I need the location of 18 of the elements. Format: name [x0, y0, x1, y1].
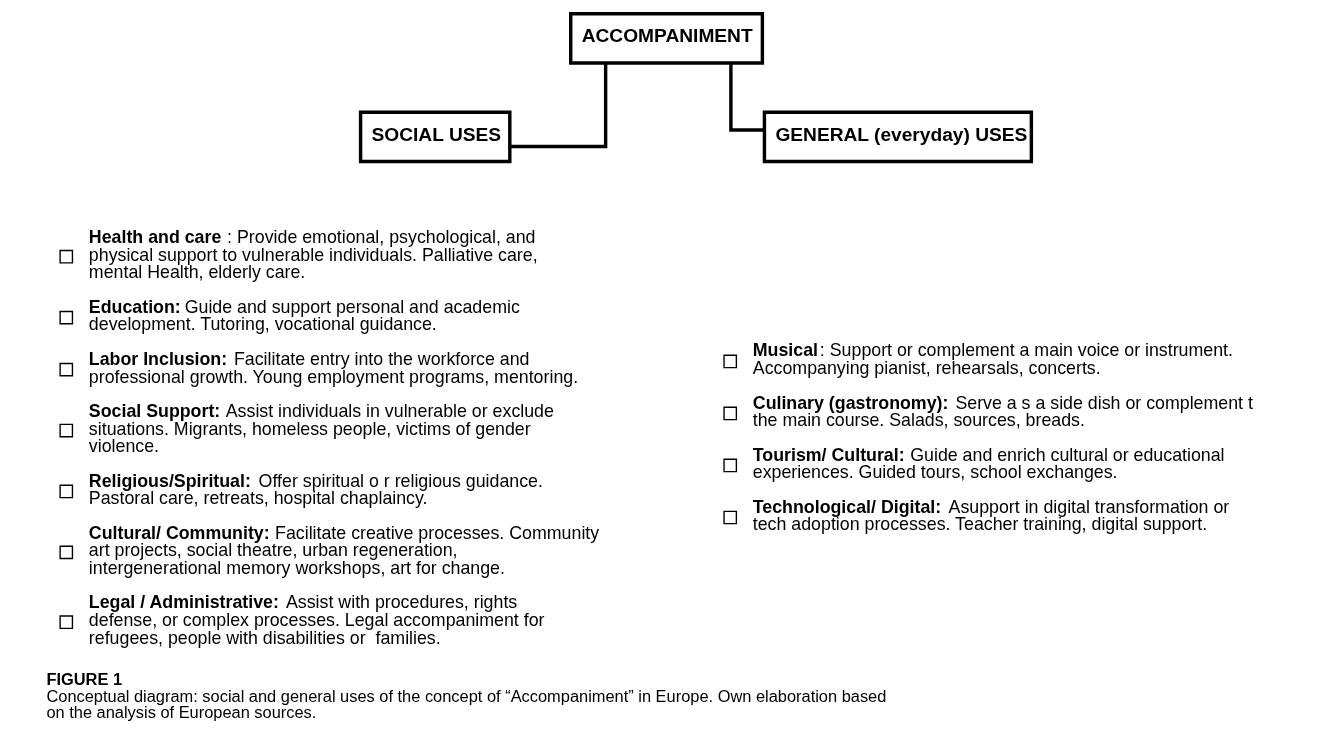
label: Labor Inclusion: Facilitate entry into the workforce and professional growth. Young employment programs, mentoring.	[88, 348, 578, 387]
label: Culinary (gastronomy): Serve a s a side dish or complement t the main course. Salads, sources, breads.	[752, 392, 1253, 431]
label: Tourism/ Cultural: Guide and enrich cultural or educational experiences. Guided tours, school exchanges.	[752, 444, 1225, 483]
connector	[728, 63, 764, 132]
label: Musical: Support or complement a main voice or instrument. Accompanying pianist, rehearsals, concerts.	[752, 340, 1233, 379]
caption: Conceptual diagram: social and general uses of the concept of “Accompaniment” in Europe. Own elaboration based on the analysis of European sources.	[45, 686, 886, 722]
label: Education: Guide and support personal and academic development. Tutoring, vocational guidance.	[88, 296, 520, 335]
node-box: ACCOMPANIMENT	[568, 12, 764, 65]
label: Health and care: Provide emotional, psychological, and physical support to vulnerable individuals. Palliative care, mental Health, elderly care.	[88, 226, 538, 283]
node-box: GENERAL (everyday) USES	[762, 110, 1033, 164]
diagram-title: FIGURE 1	[45, 670, 122, 689]
label: Legal / Administrative: Assist with procedures, rights defense, or complex processes. Legal accompaniment for refugees, people with disabilities or families.	[88, 592, 544, 648]
node-box: SOCIAL USES	[358, 110, 511, 164]
label: Cultural/ Community: Facilitate creative processes. Community art projects, social theatre, urban regeneration, intergenerational memory workshops, art for change.	[88, 522, 599, 579]
label: Social Support: Assist individuals in vulnerable or exclude situations. Migrants, homeless people, victims of gender violence.	[88, 400, 554, 457]
label: Religious/Spiritual: Offer spiritual o r religious guidance. Pastoral care, retreats, hospital chaplaincy.	[88, 470, 543, 509]
label: Technological/ Digital: Asupport in digital transformation or tech adoption processes. Teacher training, digital support.	[752, 496, 1229, 535]
connector	[509, 63, 607, 149]
